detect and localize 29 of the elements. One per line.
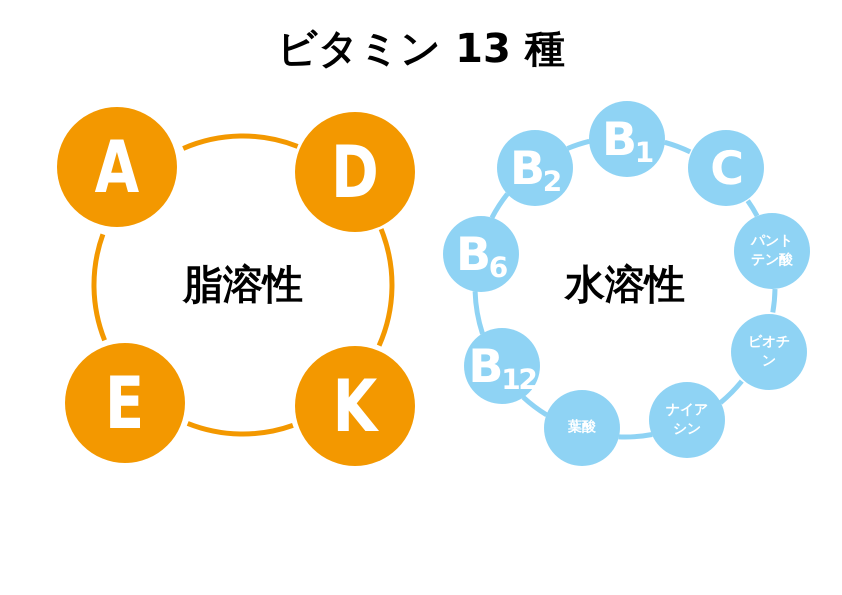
ring-connector [490,192,510,219]
ring-connector [186,421,294,436]
ring-connector [376,228,394,346]
vitamin-name: ビオチン [747,332,791,371]
vitamin-name: B$_{6}$ [456,231,506,277]
title: ビタミン 13 種 [276,25,566,74]
vitamin-name: B$_{1}$ [602,116,652,162]
ring-connector [92,234,107,342]
vitamin-name: B$_{2}$ [510,145,560,191]
ring-connector [718,379,744,405]
vitamin-name: B$_{12}$ [468,343,536,389]
group-label: 脂溶性 [183,265,303,305]
ring-connector [566,138,590,151]
ring-connector [182,134,298,151]
ring-connector [746,199,760,218]
vitamin-name: E [105,367,145,439]
group-label: 水溶性 [565,265,685,305]
ring-connector [770,289,778,313]
vitamin-name: A [94,131,140,203]
ring-connector [522,395,548,417]
ring-connector [618,432,653,440]
vitamin-name: K [332,370,378,442]
vitamin-name: D [331,136,379,208]
ring-connector [472,291,485,334]
vitamin-name: ナイアシン [665,400,709,439]
ring-connector [664,140,692,154]
vitamin-name: 葉酸 [567,418,597,438]
vitamin-name: パントテン酸 [750,232,794,270]
vitamin-name: C [710,145,742,191]
